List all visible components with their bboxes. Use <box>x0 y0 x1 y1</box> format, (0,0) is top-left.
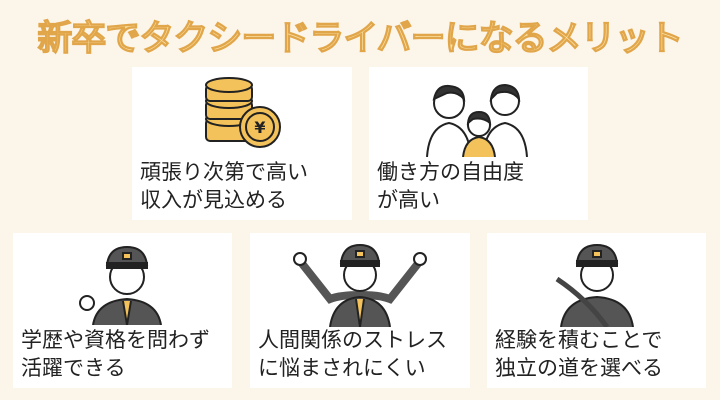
merit-text: 頑張り次第で高い収入が見込める <box>140 160 308 212</box>
merit-card-flexibility: 働き方の自由度が高い <box>369 67 588 220</box>
driver-ok-icon <box>79 245 162 325</box>
driver-cheer-icon <box>293 243 427 327</box>
merit-card-income: ¥ 頑張り次第で高い収入が見込める <box>132 67 352 220</box>
family-icon <box>426 83 528 157</box>
yen-symbol: ¥ <box>254 118 265 137</box>
page-title: 新卒でタクシードライバーになるメリット <box>37 18 685 59</box>
merit-text: 学歴や資格を問わず活躍できる <box>21 328 210 380</box>
driver-steering-icon <box>555 243 634 327</box>
merit-text: 人間関係のストレスに悩まされにくい <box>258 328 447 380</box>
merit-text: 働き方の自由度が高い <box>377 160 524 212</box>
merit-card-no-degree: 学歴や資格を問わず活躍できる <box>13 233 232 388</box>
merit-card-independence: 経験を積むことで独立の道を選べる <box>487 233 706 388</box>
coins-yen-icon: ¥ <box>205 77 281 148</box>
merit-card-low-stress: 人間関係のストレスに悩まされにくい <box>250 233 470 388</box>
merit-text: 経験を積むことで独立の道を選べる <box>495 328 663 380</box>
